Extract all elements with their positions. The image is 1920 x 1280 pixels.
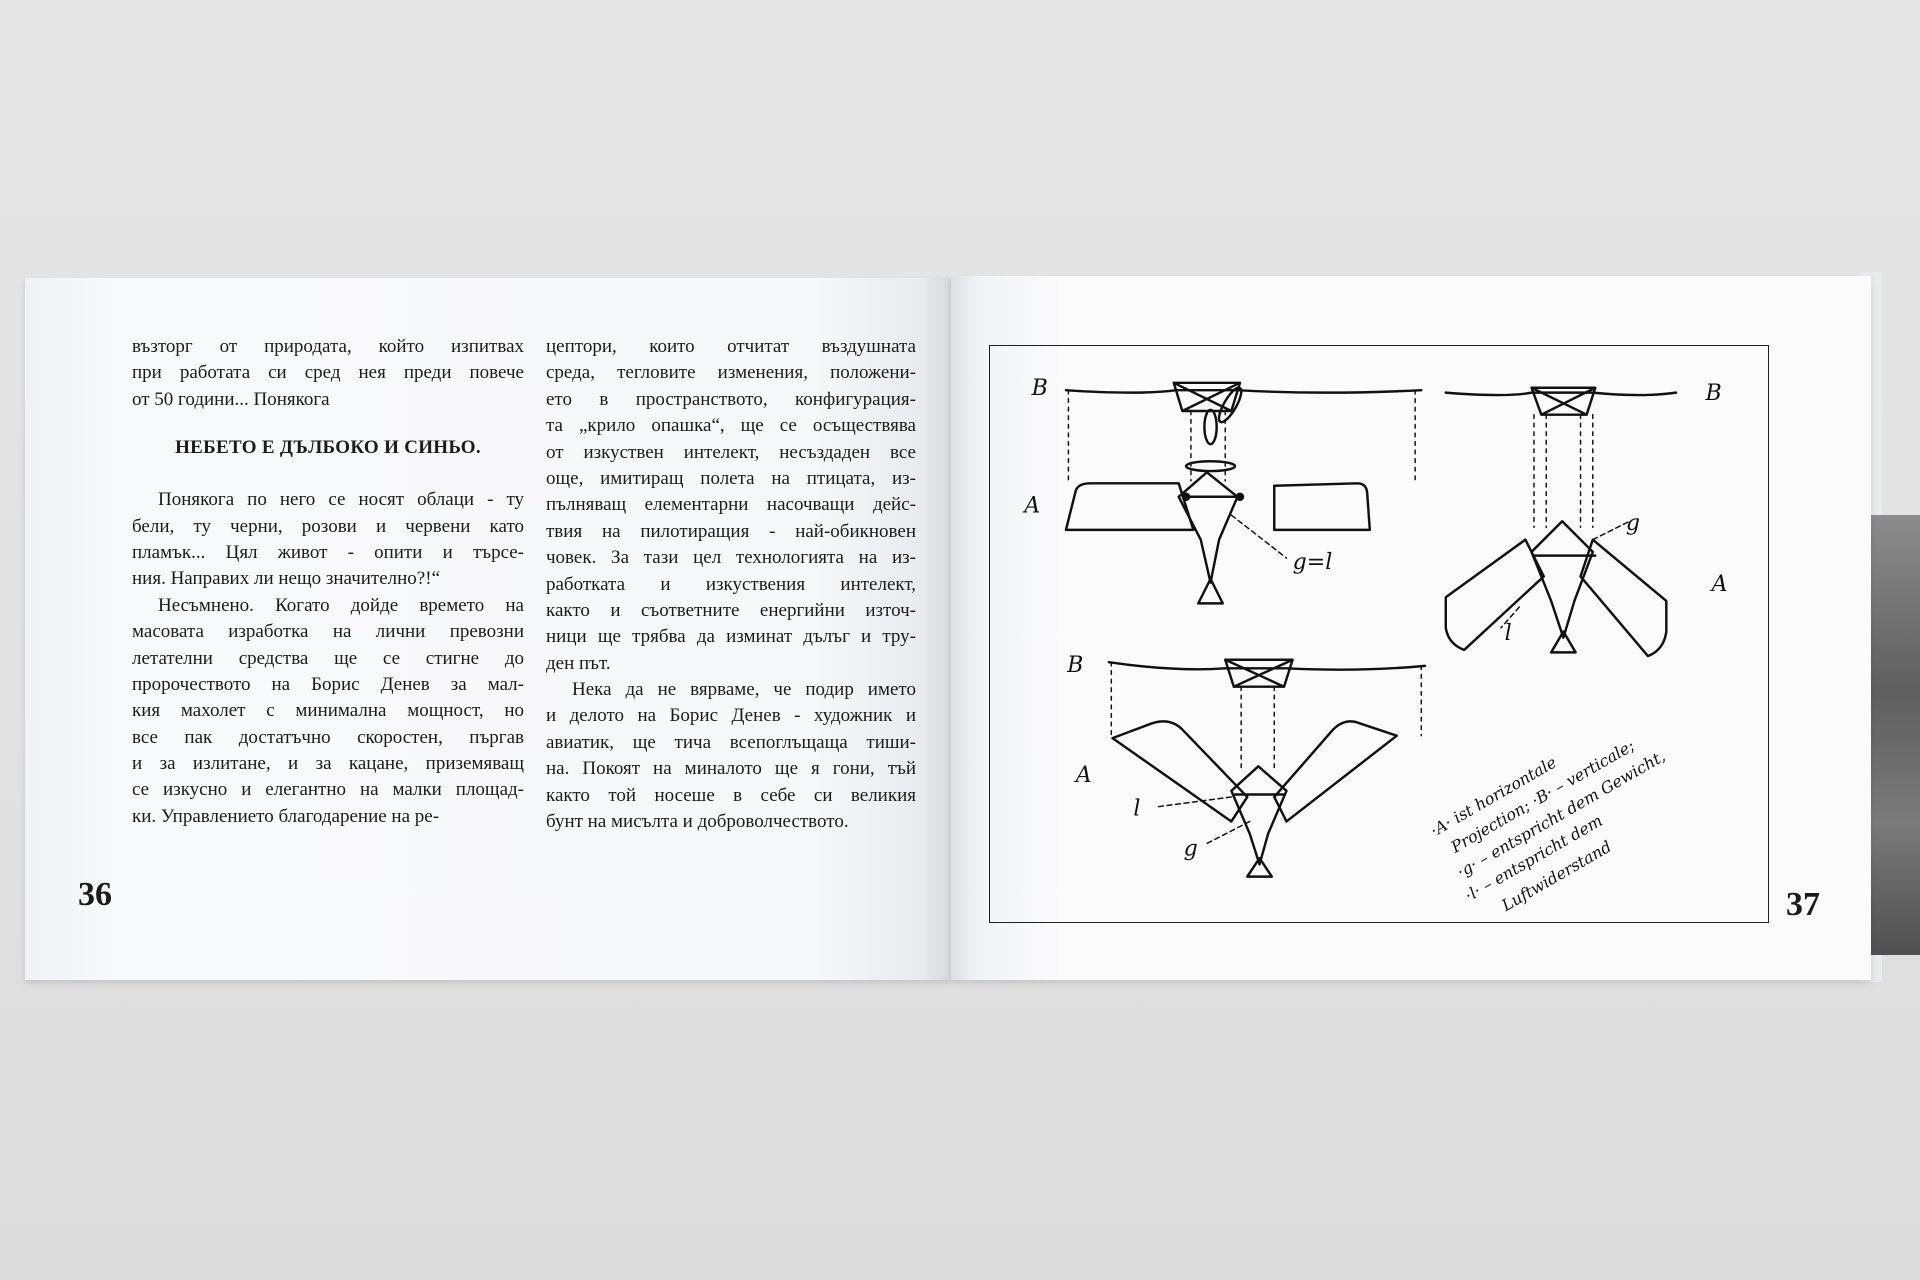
text-line: пламък... Цял живот - опити и търсе- — [132, 541, 524, 563]
text-line: ки. Управлението благодарение на ре- — [132, 805, 440, 827]
text-line: бунт на мисълта и доброволчеството. — [546, 811, 849, 833]
text-line: пълняващ елементарни насочващи дейс- — [546, 494, 916, 516]
label-b: B — [1031, 376, 1048, 401]
text-line: и делото на Борис Денев - художник и — [546, 705, 916, 727]
text-line: от изкуствен интелект, несъздаден все — [546, 441, 916, 463]
text-line: авиатик, ще тича всепоглъщаща тиши- — [546, 731, 916, 753]
text-line: възторг от природата, който изпитвах — [132, 336, 524, 357]
text-column-right: цептори, които отчитат въздушната среда, … — [546, 334, 916, 835]
text-line: летателни средства ще се стигне до — [132, 647, 524, 669]
text-line: още, имитиращ полета на птицата, из- — [546, 467, 916, 489]
text-line: бели, ту черни, розови и червени като — [132, 515, 524, 537]
label-a: A — [1074, 763, 1092, 788]
text-line: масовата изработка на лични превозни — [132, 621, 524, 643]
section-heading: НЕБЕТО Е ДЪЛБОКО И СИНЬО. — [175, 437, 481, 459]
text-line: кия махолет с минимална мощност, но — [132, 700, 524, 722]
handwritten-note: ·A· ist horizontale Projection; ·B· – ve… — [1427, 736, 1669, 916]
label-g: g — [1184, 837, 1198, 862]
text-line: при работата си сред нея преди повече — [132, 362, 524, 384]
text-line: ден път. — [546, 652, 611, 674]
text-line: пророчеството на Борис Денев за мал- — [132, 673, 524, 695]
text-line: на. Покоят на миналото ще я гони, тъй — [546, 758, 916, 780]
label-l: l — [1133, 796, 1140, 821]
text-line: Несъмнено. Когато дойде времето на — [158, 594, 524, 616]
text-line: се изкусно и елегантно на малки площад- — [132, 779, 524, 801]
text-line: Нека да не вярваме, че подир името — [572, 679, 916, 701]
text-line: среда, тегловите изменения, положени- — [546, 362, 916, 384]
text-line: от 50 години... Понякога — [132, 388, 330, 410]
background-photo-strip — [1867, 515, 1920, 955]
sketch-plane-top-view — [1107, 658, 1427, 878]
label-g: g — [1626, 511, 1640, 536]
text-line: ници ще трябва да изминат дълъг и тру- — [546, 626, 916, 648]
label-l: l — [1505, 621, 1512, 646]
text-line: Понякога по него се носят облаци - ту — [158, 489, 524, 511]
label-a: A — [1710, 572, 1728, 597]
left-page — [25, 278, 951, 980]
text-line: все пак достатъчно скоростен, пъргав — [132, 726, 524, 748]
text-line: както и съответните енергийни източ- — [546, 599, 916, 621]
page-number-left: 36 — [78, 876, 112, 913]
text-line: цептори, които отчитат въздушната — [546, 336, 916, 357]
label-b: B — [1066, 653, 1083, 678]
label-b: B — [1705, 381, 1722, 406]
label-g-equals-l: g=l — [1293, 550, 1333, 575]
text-line: та „крило опашка“, ще се осъществява — [546, 415, 916, 437]
text-line: и за излитане, и за кацане, приземяващ — [132, 753, 524, 775]
sketch-plane-rear-view — [1444, 386, 1678, 658]
text-line: твия на пилотиращия - най-обикновен — [546, 520, 916, 542]
text-line: както той носеше в себе си великия — [546, 784, 916, 806]
page-number-right: 37 — [1786, 886, 1820, 923]
text-line: ния. Направих ли нещо значително?!“ — [132, 568, 440, 590]
text-line: човек. За тази цел технологията на из- — [546, 547, 916, 569]
sketch-plane-front-view — [1064, 381, 1423, 605]
label-a: A — [1022, 494, 1040, 519]
text-line: работката и изкуствения интелект, — [546, 573, 916, 595]
aircraft-sketch-figure: B A g=l B A g l B A l g ·A· ist horizont… — [989, 345, 1769, 923]
text-column-left: възторг от природата, който изпитвах при … — [132, 334, 524, 830]
text-line: ето в пространството, конфигурация- — [546, 388, 916, 410]
